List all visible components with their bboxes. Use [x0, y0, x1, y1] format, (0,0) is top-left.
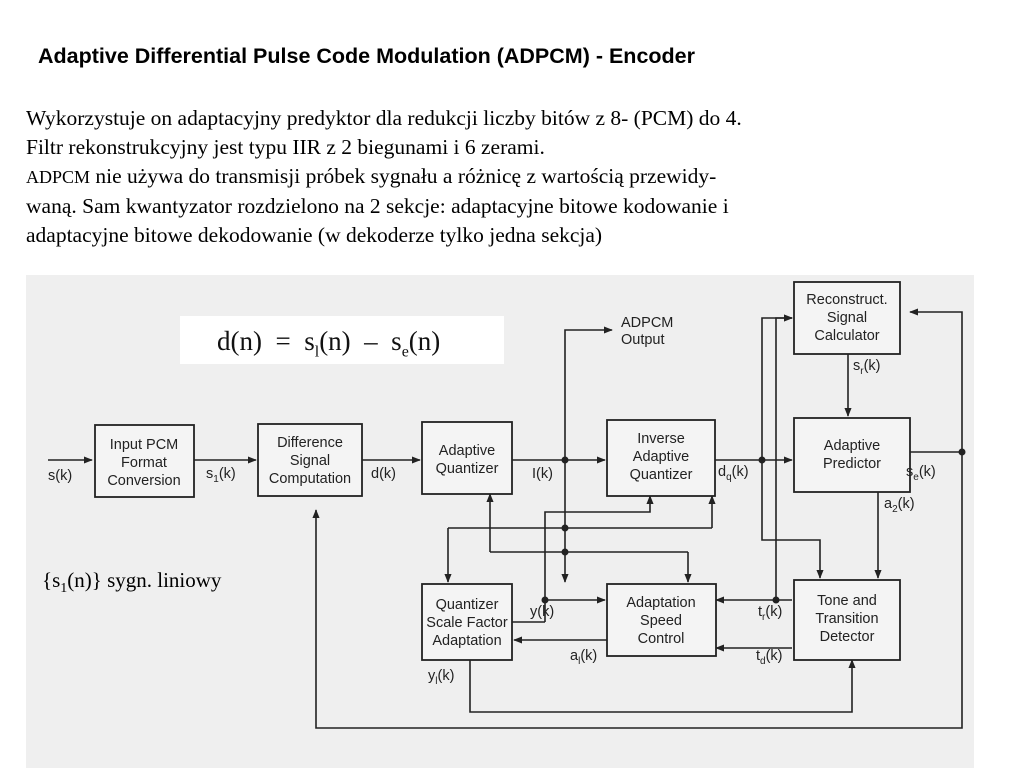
block-predictor	[793, 417, 911, 493]
signal-wires	[48, 308, 963, 729]
description-line-5: adaptacyjne bitowe dekodowanie (w dekode…	[26, 223, 603, 247]
description-paragraph: Wykorzystuje on adaptacyjny predyktor dl…	[26, 104, 1016, 250]
label-ylk: yl(k)	[428, 668, 454, 687]
label-dqk: dq(k)	[718, 464, 749, 483]
adpcm-abbreviation: ADPCM	[26, 167, 91, 187]
label-srk: sr(k)	[853, 358, 881, 377]
label-ik: I(k)	[532, 466, 553, 482]
diagram-blocks	[94, 281, 911, 661]
equation-box	[180, 316, 504, 364]
wire-ylk	[469, 659, 856, 713]
junction-dot	[541, 596, 549, 604]
linear-note-sub: 1	[60, 581, 68, 597]
block-input-pcm	[94, 424, 195, 498]
description-line-3: ADPCM nie używa do transmisji próbek syg…	[26, 162, 1016, 192]
wire-sek-to-reconstruct	[909, 308, 963, 452]
block-difference	[257, 423, 363, 497]
label-alk: al(k)	[570, 648, 597, 667]
equation-arg-2: (n)	[408, 326, 441, 356]
label-dk: d(k)	[371, 466, 396, 482]
description-line-1: Wykorzystuje on adaptacyjny predyktor dl…	[26, 106, 742, 130]
block-scale-factor	[421, 583, 513, 661]
equation-term-1: s	[304, 326, 315, 356]
block-reconstruct	[793, 281, 901, 355]
junction-dot	[758, 456, 766, 464]
label-sek: se(k)	[906, 464, 936, 483]
junction-dots	[541, 448, 966, 604]
wire-adpcm-output	[564, 326, 613, 460]
label-s1k: s1(k)	[206, 466, 236, 485]
description-line-3-rest: nie używa do transmisji próbek sygnału a…	[90, 164, 717, 188]
wire-sek-to-difference	[312, 452, 963, 729]
junction-dot	[561, 524, 569, 532]
equation-term-2-sub: e	[401, 343, 409, 361]
junction-dot	[561, 548, 569, 556]
equation-term-2: s	[391, 326, 402, 356]
wire-trk-up	[775, 314, 793, 600]
equation-lhs: d(n)	[217, 326, 262, 356]
junction-dot	[772, 596, 780, 604]
difference-equation: d(n) = sl(n) – se(n)	[217, 326, 440, 361]
block-inverse-quantizer	[606, 419, 716, 497]
description-line-2: Filtr rekonstrukcyjny jest typu IIR z 2 …	[26, 135, 545, 159]
block-tone-detector	[793, 579, 901, 661]
label-sk: s(k)	[48, 468, 72, 484]
wire-yk-bus	[544, 495, 654, 622]
label-yk: y(k)	[530, 604, 554, 620]
block-quantizer	[421, 421, 513, 495]
description-line-4: waną. Sam kwantyzator rozdzielono na 2 s…	[26, 194, 729, 218]
equation-equals: =	[275, 326, 291, 356]
linear-note-close: (n)} sygn. liniowy	[67, 568, 222, 592]
linear-note-open: {s	[42, 568, 61, 592]
equation-term-1-sub: l	[314, 343, 320, 361]
block-speed-control	[606, 583, 717, 657]
wire-dq-to-reconstruct	[761, 314, 793, 460]
wire-dq-to-tone	[761, 460, 824, 579]
label-trk: tr(k)	[758, 604, 782, 623]
junction-dot	[561, 456, 569, 464]
equation-arg-1: (n)	[319, 326, 351, 356]
label-a2k: a2(k)	[884, 496, 915, 515]
label-tdk: td(k)	[756, 648, 783, 667]
page-title: Adaptive Differential Pulse Code Modulat…	[38, 44, 695, 68]
equation-minus: –	[364, 326, 378, 356]
linear-signal-note: {s1(n)} sygn. liniowy	[42, 568, 221, 597]
junction-dot	[958, 448, 966, 456]
